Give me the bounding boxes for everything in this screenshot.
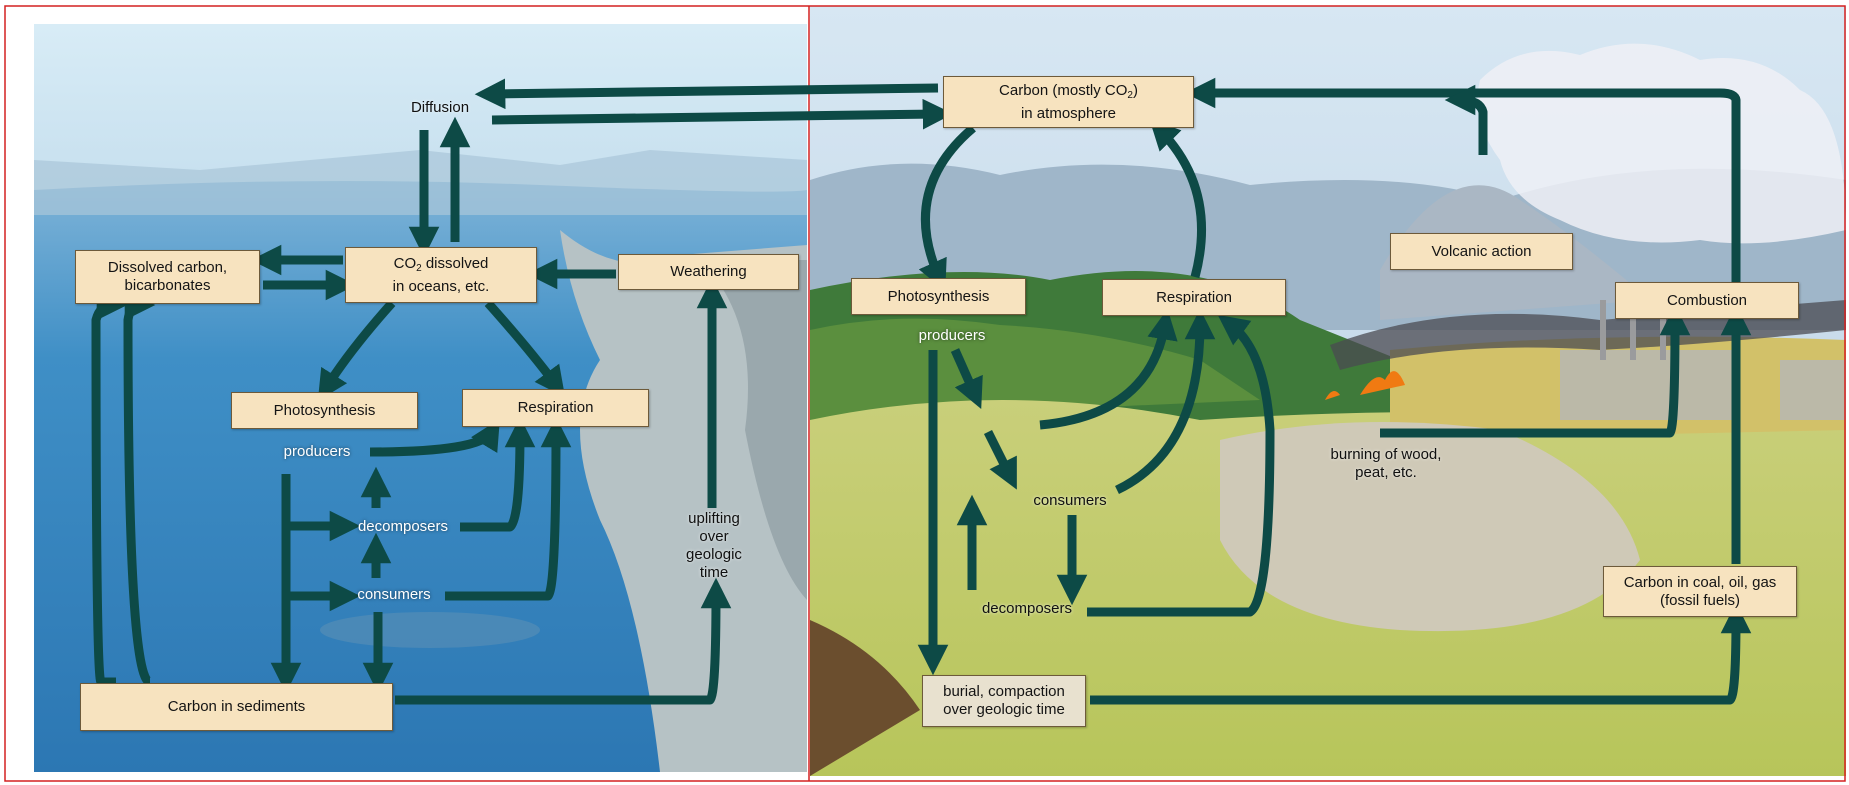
dissolved-carbon-box: Dissolved carbon, bicarbonates — [75, 250, 260, 304]
dissolved-carbon-line2: bicarbonates — [124, 277, 211, 294]
atmosphere-line1: Carbon (mostly CO2) — [999, 81, 1138, 101]
burial-box: burial, compaction over geologic time — [922, 675, 1086, 727]
land-producers-label: producers — [918, 327, 986, 344]
ocean-producers-label: producers — [283, 443, 351, 460]
burial-line1: burial, compaction — [943, 683, 1065, 700]
weathering-box: Weathering — [618, 254, 799, 290]
dissolved-carbon-line1: Dissolved carbon, — [107, 259, 228, 276]
co2-dissolved-line1: CO2 dissolved — [393, 254, 489, 274]
atmosphere-box: Carbon (mostly CO2) in atmosphere — [943, 76, 1194, 128]
combustion-box: Combustion — [1615, 282, 1799, 319]
burning-label: burning of wood, peat, etc. — [1330, 446, 1442, 481]
ocean-photosynthesis-box: Photosynthesis — [231, 392, 418, 429]
land-respiration-label: Respiration — [1156, 288, 1232, 306]
land-decomposers-label: decomposers — [981, 600, 1073, 617]
co2-dissolved-line2: in oceans, etc. — [392, 277, 490, 295]
weathering-label: Weathering — [670, 263, 747, 280]
ocean-photosynthesis-label: Photosynthesis — [273, 401, 376, 419]
burial-line2: over geologic time — [943, 701, 1065, 718]
atmosphere-line2: in atmosphere — [1020, 104, 1117, 122]
land-photosynthesis-label: Photosynthesis — [887, 287, 990, 305]
combustion-label: Combustion — [1666, 291, 1748, 309]
diffusion-label: Diffusion — [410, 99, 470, 116]
land-consumers-label: consumers — [1033, 492, 1107, 509]
volcanic-action-box: Volcanic action — [1390, 233, 1573, 270]
ocean-respiration-label: Respiration — [517, 399, 594, 416]
ocean-respiration-box: Respiration — [462, 389, 649, 427]
volcanic-action-label: Volcanic action — [1431, 242, 1532, 260]
fossil-fuels-line1: Carbon in coal, oil, gas — [1623, 573, 1777, 591]
ocean-consumers-label: consumers — [357, 586, 431, 603]
fossil-fuels-line2: (fossil fuels) — [1659, 591, 1741, 609]
sediments-label: Carbon in sediments — [167, 698, 306, 715]
land-photosynthesis-box: Photosynthesis — [851, 278, 1026, 315]
land-respiration-box: Respiration — [1102, 279, 1286, 316]
uplifting-label: uplifting over geologic time — [686, 510, 742, 581]
fossil-fuels-box: Carbon in coal, oil, gas (fossil fuels) — [1603, 566, 1797, 617]
ocean-decomposers-label: decomposers — [357, 518, 449, 535]
sediments-box: Carbon in sediments — [80, 683, 393, 731]
co2-dissolved-box: CO2 dissolved in oceans, etc. — [345, 247, 537, 303]
